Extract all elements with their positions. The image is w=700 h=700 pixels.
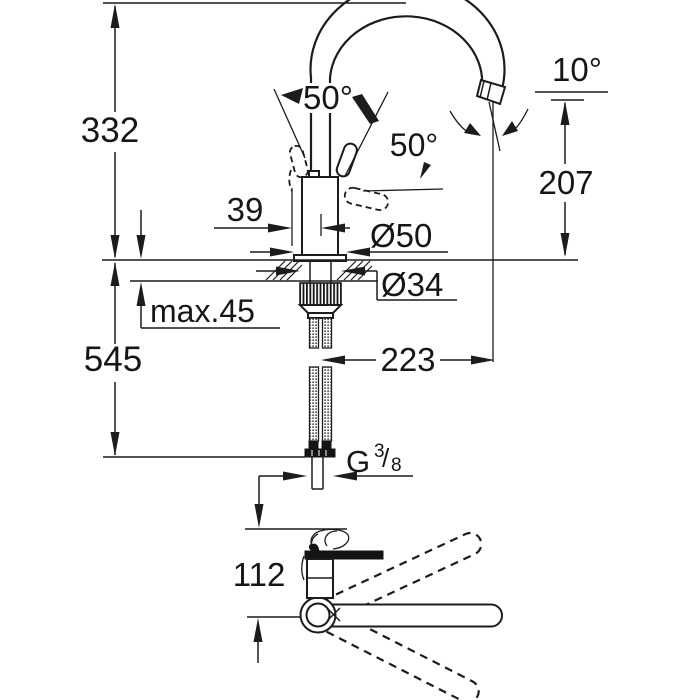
mounting-nut (299, 282, 342, 306)
arrowhead (110, 4, 120, 28)
shank-stub (307, 312, 334, 319)
dim-39-label: 39 (227, 191, 264, 228)
arrowhead (110, 262, 120, 286)
handle-hinge-tab (308, 170, 320, 178)
supply-hose-left-upper (308, 317, 320, 349)
handle-solid (335, 142, 358, 178)
dim-112-label: 112 (233, 556, 286, 593)
dim-max45-label: max.45 (150, 293, 255, 329)
dim-base-diameter: Ø50 (250, 217, 448, 257)
arrowhead (321, 223, 345, 233)
underdeck-assembly (297, 261, 344, 490)
spout-tip (475, 78, 507, 106)
countertop-section (102, 259, 578, 282)
faucet-side-view (288, 0, 507, 262)
arrowhead (136, 235, 146, 259)
arrowhead (321, 355, 345, 365)
thread-tail-pipe (311, 457, 324, 490)
arrowhead (560, 101, 570, 125)
arrowhead (136, 282, 146, 306)
dim-thread: G 3 / 8 (259, 441, 413, 481)
arrowhead (283, 471, 307, 481)
dim-counter-thickness: max.45 (136, 210, 280, 329)
handle-dashed-front (289, 144, 309, 179)
dim-total-height: 332 (81, 2, 406, 259)
lever-solid (317, 603, 503, 628)
dim-d50-label: Ø50 (370, 217, 432, 254)
handle-dashed-front-base (288, 169, 293, 192)
pivot-x-mark (326, 607, 341, 622)
spout-mount-bar (304, 550, 384, 560)
arrowhead (253, 618, 263, 642)
faucet-top-view (299, 528, 503, 700)
supply-hose-right-lower (321, 366, 333, 442)
label-mask (300, 83, 358, 113)
body-inner-circle (305, 602, 331, 628)
dim-50b-label: 50° (390, 127, 438, 163)
dim-spout-height: 10° 207 (449, 51, 608, 362)
base-flange (293, 254, 347, 262)
arrowhead (471, 355, 495, 365)
dim-hose-drop: 545 (84, 262, 305, 458)
arrowhead (276, 266, 300, 276)
thread-den-label: 8 (391, 455, 402, 476)
shank-taper (297, 304, 344, 314)
dim-332-label: 332 (81, 111, 139, 150)
dim-base-offset: 39 (214, 188, 350, 246)
dim-10deg-label: 10° (552, 51, 602, 88)
arrowhead (333, 471, 357, 481)
dim-hole-diameter: Ø34 (256, 266, 457, 303)
dim-spout-reach: 223 (321, 341, 495, 378)
dim-545-label: 545 (84, 340, 142, 379)
arrowhead (341, 266, 365, 276)
dim-handle-swing: 50° 50° (273, 79, 444, 192)
arrowhead (464, 123, 481, 136)
arrowhead (110, 235, 120, 259)
spout-inner-arc (328, 15, 484, 88)
faucet-body (301, 176, 339, 258)
spout-outer-arc (309, 0, 506, 90)
thread-slash-label: / (382, 443, 390, 473)
arrowhead (502, 121, 518, 136)
hose-end-fitting (304, 440, 336, 458)
arrowhead (420, 162, 431, 179)
spout-sketch (301, 528, 350, 581)
arrowhead (560, 233, 570, 257)
thread-g-label: G (346, 444, 370, 479)
supply-hose-right-upper (321, 317, 333, 349)
arrowhead (281, 88, 303, 104)
arrowhead (346, 247, 370, 257)
dim-223-label: 223 (380, 341, 435, 378)
arrowhead (268, 223, 292, 233)
dim-d34-label: Ø34 (381, 266, 443, 303)
supply-hose-left-lower (308, 366, 320, 442)
dim-50a-label: 50° (303, 79, 353, 116)
dim-207-label: 207 (538, 164, 593, 201)
arrowhead (254, 504, 264, 528)
arrowhead (352, 94, 379, 124)
arrowhead (270, 247, 294, 257)
arrowhead (110, 432, 120, 456)
thread-num-label: 3 (374, 441, 385, 462)
